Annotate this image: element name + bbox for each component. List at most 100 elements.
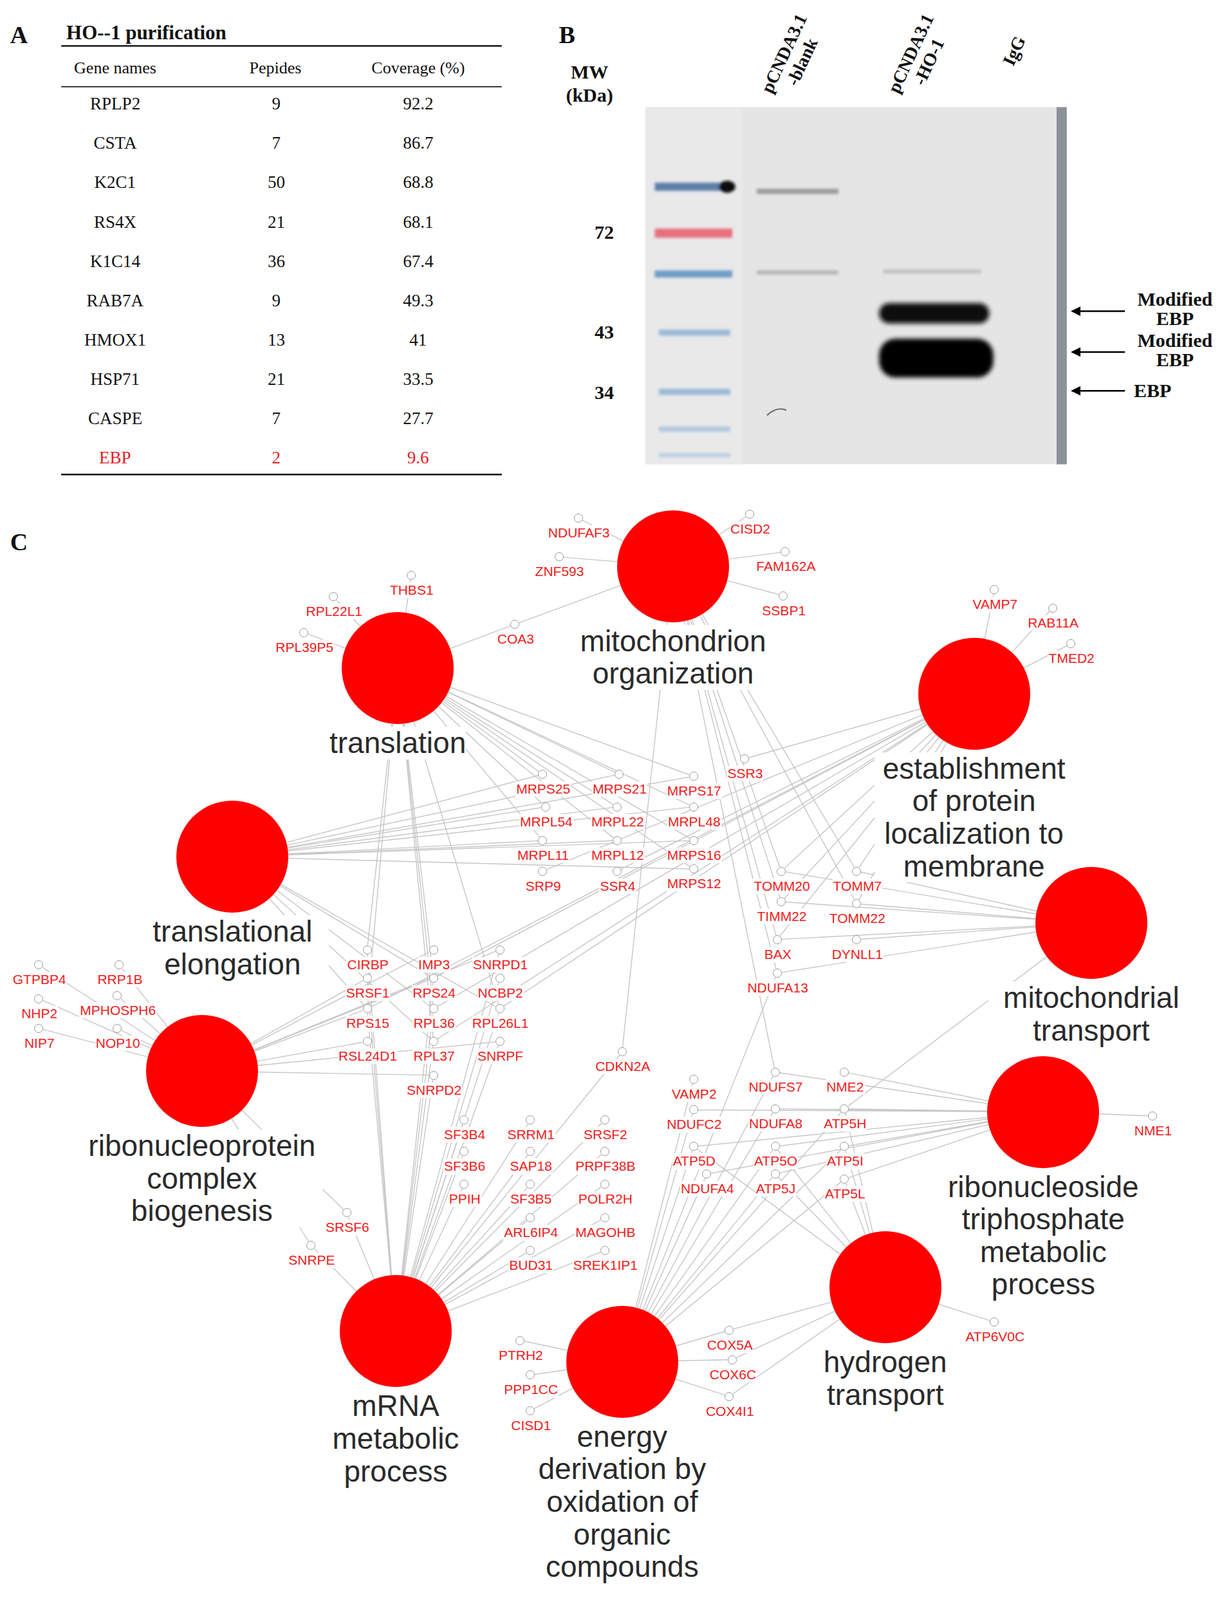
gene-node: SRP9 bbox=[537, 866, 547, 876]
network-edge bbox=[288, 806, 690, 851]
gene-node: NME1 bbox=[1147, 1111, 1157, 1121]
gene-label: ATP5J bbox=[755, 1180, 796, 1197]
gene-node: COA3 bbox=[510, 619, 520, 629]
gene-label: NDUFA8 bbox=[748, 1115, 804, 1132]
network-edge bbox=[404, 1079, 434, 1276]
gene-label: MAGOHB bbox=[574, 1224, 636, 1241]
network-edge bbox=[563, 557, 618, 562]
gene-node: NDUFAF3 bbox=[573, 513, 584, 523]
gene-label: DYNLL1 bbox=[831, 946, 884, 963]
network-edge bbox=[779, 1072, 988, 1104]
gene-label: RPS24 bbox=[411, 985, 457, 1001]
gene-node: NCBP2 bbox=[495, 973, 505, 983]
gene-node: NDUFA8 bbox=[770, 1104, 780, 1114]
network-edge bbox=[781, 925, 1036, 939]
gene-node: MPHOSPH6 bbox=[112, 990, 122, 1000]
gene-node: NHP2 bbox=[34, 994, 44, 1004]
network-edge bbox=[436, 723, 927, 1040]
gene-label: NDUFS7 bbox=[748, 1079, 804, 1095]
gene-node: RPS15 bbox=[362, 1003, 372, 1013]
category-label: establishment of protein localization to… bbox=[874, 752, 1074, 883]
gene-node: CISD2 bbox=[745, 509, 755, 519]
mw-marker: 72 bbox=[594, 221, 614, 244]
gene-node: COX6C bbox=[727, 1355, 737, 1365]
gene-node: VAMP7 bbox=[989, 584, 999, 594]
network-edge bbox=[657, 1177, 773, 1319]
gene-label: SRP9 bbox=[525, 878, 562, 894]
gene-label: TOMM22 bbox=[828, 910, 887, 926]
gene-node: NDUFS7 bbox=[770, 1067, 780, 1077]
gene-node: SF3B6 bbox=[459, 1146, 469, 1156]
network-edge bbox=[637, 1113, 693, 1308]
gene-node: SRSF6 bbox=[342, 1207, 352, 1217]
gene-label: SRSF2 bbox=[583, 1126, 629, 1143]
gene-node: CIRBP bbox=[362, 945, 372, 955]
network-edge bbox=[642, 977, 776, 1311]
gene-label: THBS1 bbox=[389, 582, 435, 598]
gene-node: SRSF2 bbox=[600, 1115, 610, 1125]
category-circle: mitochondrial transport bbox=[1035, 866, 1148, 979]
category-label: ribonucleoside triphosphate metabolic pr… bbox=[936, 1170, 1150, 1301]
gene-label: SNRPD1 bbox=[472, 956, 529, 973]
network-edge bbox=[733, 1301, 832, 1329]
gene-node: COX5A bbox=[724, 1325, 734, 1335]
category-circle: hydrogen transport bbox=[829, 1231, 942, 1343]
network-edge bbox=[860, 926, 1036, 939]
gene-node: RPS24 bbox=[429, 973, 439, 983]
gene-label: SSR3 bbox=[727, 765, 764, 782]
gene-node: SNRPD1 bbox=[495, 945, 505, 955]
table-cell: 49.3 bbox=[402, 290, 434, 311]
gene-label: MRPS12 bbox=[666, 875, 722, 892]
gene-label: FAM162A bbox=[755, 558, 816, 574]
table-cell: RS4X bbox=[93, 212, 137, 233]
gene-node: RSL24D1 bbox=[362, 1036, 372, 1046]
band-label: Modified EBP bbox=[1131, 289, 1219, 329]
gene-node: CISD1 bbox=[525, 1406, 535, 1416]
lane-label: pCNDA3.1 -blank bbox=[756, 9, 831, 108]
gene-node: MRPS25 bbox=[537, 769, 547, 779]
gene-label: SRRM1 bbox=[506, 1126, 556, 1143]
gene-label: COX5A bbox=[706, 1337, 754, 1353]
gene-label: RAB11A bbox=[1027, 615, 1080, 631]
gene-node: SRSF1 bbox=[362, 973, 372, 983]
panel-letter: C bbox=[10, 528, 28, 557]
network-edge bbox=[727, 580, 779, 595]
gene-label: ATP5L bbox=[824, 1185, 867, 1202]
gene-label: TMED2 bbox=[1048, 650, 1096, 667]
gene-label: POLR2H bbox=[577, 1191, 634, 1207]
gene-label: SF3B6 bbox=[443, 1158, 486, 1174]
gene-label: SNRPD2 bbox=[406, 1082, 463, 1098]
axis-title: MW (kDa) bbox=[554, 60, 625, 107]
gene-node: RAB11A bbox=[1048, 603, 1058, 613]
table-rules bbox=[61, 45, 502, 475]
table-cell: RAB7A bbox=[86, 290, 145, 311]
gene-label: NDUFC2 bbox=[666, 1116, 722, 1132]
category-circle: energy derivation by oxidation of organi… bbox=[566, 1305, 679, 1418]
gene-label: ATP5I bbox=[826, 1153, 865, 1169]
gene-label: SF3B4 bbox=[443, 1126, 486, 1143]
gene-label: ATP5H bbox=[823, 1115, 867, 1132]
gene-label: ZNF593 bbox=[534, 563, 585, 580]
gene-node: CDKN2A bbox=[617, 1046, 627, 1056]
gene-label: RPL39P5 bbox=[274, 639, 334, 656]
category-label: ribonucleoprotein complex biogenesis bbox=[81, 1129, 323, 1228]
network-edge bbox=[848, 1072, 989, 1101]
gene-node: SF3B5 bbox=[525, 1179, 535, 1189]
network-edge bbox=[1099, 1113, 1148, 1116]
network-edge bbox=[286, 775, 538, 843]
gene-node: MRPS12 bbox=[689, 864, 699, 874]
gene-node: ZNF593 bbox=[554, 552, 564, 562]
gene-label: IMP3 bbox=[417, 956, 451, 973]
network-edge bbox=[546, 714, 923, 870]
gene-label: CISD2 bbox=[729, 521, 771, 537]
gene-label: RPL36 bbox=[412, 1015, 455, 1031]
network-edge bbox=[647, 1075, 773, 1313]
network-edge bbox=[254, 980, 430, 1051]
gene-label: VAMP7 bbox=[971, 596, 1019, 612]
table-header: Coverage (%) bbox=[371, 58, 465, 78]
network-edge bbox=[534, 1369, 567, 1374]
lane-label: pCNDA3.1 -HO-1 bbox=[882, 9, 957, 108]
table-cell: 9 bbox=[272, 290, 282, 311]
gene-node: ATP5L bbox=[839, 1174, 849, 1184]
